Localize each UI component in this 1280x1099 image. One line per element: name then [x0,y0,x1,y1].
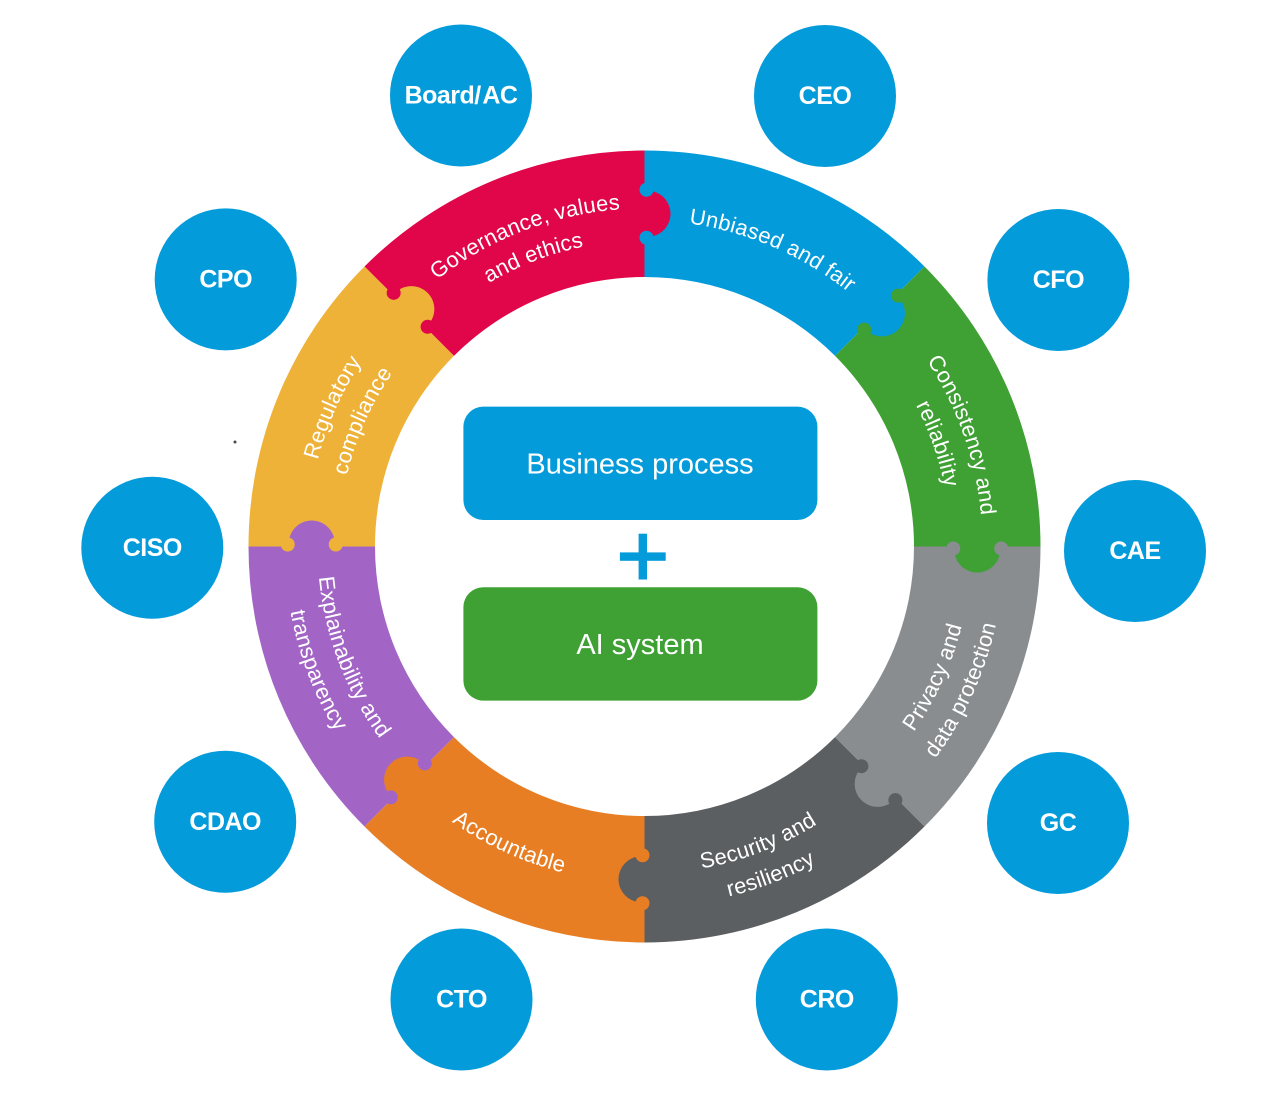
svg-text:CRO: CRO [800,986,854,1014]
svg-text:AI system: AI system [576,629,703,661]
svg-text:CDAO: CDAO [189,808,261,836]
svg-text:Board/ AC: Board/ AC [405,82,518,110]
svg-text:CFO: CFO [1033,266,1084,294]
svg-text:CISO: CISO [123,534,182,562]
svg-text:GC: GC [1040,809,1077,837]
svg-text:CPO: CPO [199,265,252,293]
svg-text:CEO: CEO [799,82,852,110]
svg-text:CTO: CTO [436,986,487,1014]
svg-text:Business process: Business process [526,448,753,480]
svg-text:CAE: CAE [1109,537,1160,565]
